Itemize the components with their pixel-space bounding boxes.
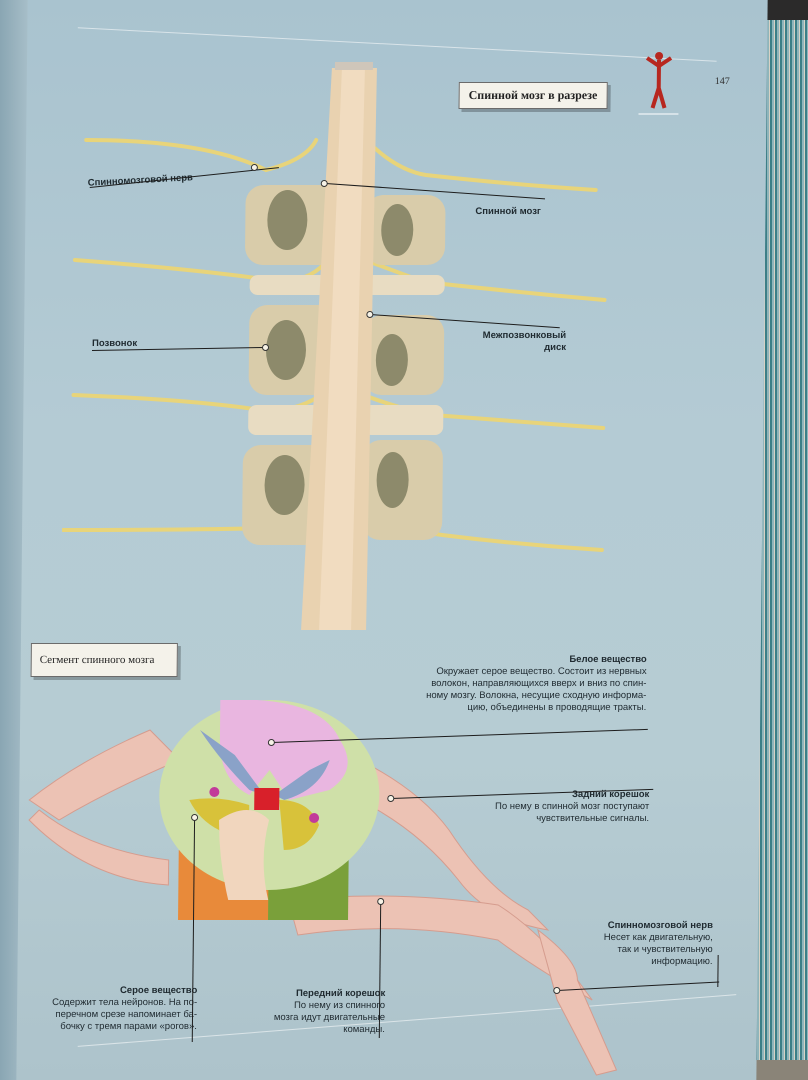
white-matter-title: Белое вещество	[569, 654, 647, 665]
spinal-nerve-line-2: так и чувствительную	[617, 944, 713, 955]
pointer-dot-posterior-root	[387, 795, 395, 802]
human-figure-icon	[638, 52, 679, 115]
spinal-nerve-line-1: Несет как двигательную,	[603, 932, 713, 943]
label-vertebra: Позвонок	[92, 338, 138, 349]
decorative-curve-top	[77, 27, 717, 62]
pointer-dot-gray-matter	[191, 814, 199, 821]
white-matter-line-2: волокон, направляющихся вверх и вниз по …	[431, 678, 647, 689]
anterior-root-line-2: мозга идут двигательные	[273, 1012, 386, 1023]
page-number: 147	[714, 76, 730, 87]
label-spinal-nerve-bottom: Спинномозговой нерв Несет как двигательн…	[538, 920, 714, 968]
label-intervertebral-disc: Межпозвонковый диск	[456, 330, 567, 354]
label-disc-line1: Межпозвонковый	[482, 330, 567, 341]
pointer-dot-white-matter	[267, 739, 275, 746]
label-gray-matter: Серое вещество Содержит тела нейронов. Н…	[37, 985, 198, 1033]
label-anterior-root: Передний корешок По нему из спинного моз…	[245, 988, 386, 1036]
gray-matter-line-1: Содержит тела нейронов. На по-	[52, 997, 198, 1008]
section-title-segment: Сегмент спинного мозга	[30, 643, 178, 677]
spinal-nerve-title: Спинномозговой нерв	[607, 920, 714, 931]
book-page: 147 Спинной мозг в разрезе	[16, 0, 768, 1080]
anterior-root-line-1: По нему из спинного	[293, 1000, 386, 1011]
pointer-dot-vertebra	[261, 344, 270, 351]
gray-matter-line-3: бочку с тремя парами «рогов».	[60, 1021, 197, 1032]
pointer-dot-anterior-root	[377, 898, 385, 905]
posterior-root-line-1: По нему в спинной мозг поступают	[494, 801, 650, 812]
white-matter-line-3: ному мозгу. Волокна, несущие сходную инф…	[426, 690, 647, 701]
gray-matter-line-2: перечном срезе напоминает ба-	[55, 1009, 198, 1020]
label-spinal-cord: Спинной мозг	[475, 206, 541, 217]
pointer-dot-spinal-cord	[320, 180, 328, 187]
label-white-matter: Белое вещество Окружает серое вещество. …	[390, 654, 647, 714]
posterior-root-line-2: чувствительные сигналы.	[536, 813, 650, 824]
gray-matter-title: Серое вещество	[119, 985, 198, 996]
pointer-dot-spinal-nerve-bottom	[553, 987, 561, 994]
anterior-root-title: Передний корешок	[295, 988, 386, 999]
segment-illustration	[28, 700, 618, 1076]
white-matter-line-1: Окружает серое вещество. Состоит из нерв…	[436, 666, 647, 677]
pointer-dot-spinal-nerve	[250, 164, 258, 171]
white-matter-line-4: цию, объединены в проводящие тракты.	[467, 702, 647, 713]
label-disc-line2: диск	[544, 342, 567, 353]
pointer-dot-disc	[366, 311, 374, 318]
spinal-nerve-line-3: информацию.	[651, 956, 713, 967]
spine-illustration	[61, 62, 607, 630]
